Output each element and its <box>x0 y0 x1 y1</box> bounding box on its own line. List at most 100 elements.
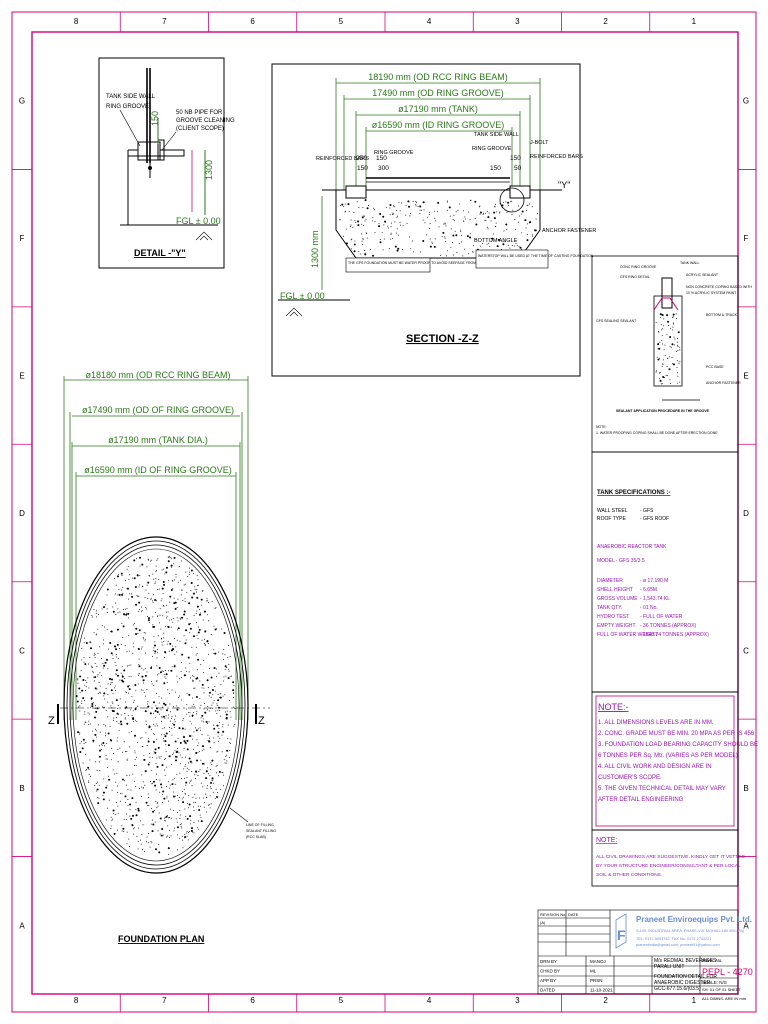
frame-row-label: D <box>19 509 25 518</box>
company-name: Praneet Enviroequips Pvt. Ltd. <box>636 915 752 924</box>
plan-dim-id-groove: ø16590 mm (ID OF RING GROOVE) <box>84 465 232 475</box>
section-fgl: FGL ± 0.00 <box>280 291 325 301</box>
label-bottom-angle: BOTTOM ANGLE <box>474 238 518 244</box>
detail-y: 150 1300 TANK SIDE WALL RING GROOVE 50 N… <box>98 57 235 269</box>
note-item: CUSTOMER'S SCOPE. <box>598 775 662 781</box>
plan-callout-1: LINE OF FILLING <box>246 823 274 827</box>
frame-row-label: C <box>743 646 749 655</box>
dim-50: 50 <box>514 165 522 172</box>
dim-150: 150 <box>357 165 368 172</box>
company-address-2: TEL: 0172-5093782, FAX No. 0172-2743221 <box>636 937 711 941</box>
tb-key: APP BY <box>540 978 556 983</box>
note-item: 1. ALL DIMENSIONS LEVELS ARE IN MM. <box>598 720 714 726</box>
note2-line: BY YOUR STRUCTURE ENGINEER/CONSULTANT & … <box>596 863 741 869</box>
sealant-label-1: TANK WALL <box>680 261 700 265</box>
desc-line-1: FOUNDATION DETAIL FOR <box>654 974 717 980</box>
spec-key: FULL OF WATER WEIGHT <box>597 632 658 638</box>
sealant-label-6: BOTTOM & TRACK <box>706 313 738 317</box>
label-reinforced-bars-right: REINFORCED BARS <box>530 154 583 160</box>
frame-row-label: E <box>743 372 748 381</box>
frame-row-label: C <box>19 646 25 655</box>
specs-section2-title: ANAEROBIC REACTOR TANK <box>597 544 667 550</box>
dim-150-right-b: 150 <box>510 155 521 162</box>
spec-key: WALL STEEL <box>597 508 628 514</box>
spec-value: - 6.65M <box>640 587 657 593</box>
inner-frame <box>31 31 739 995</box>
client-line-2: PARALI UNIT <box>654 964 684 970</box>
section-mark-left: Z <box>48 715 55 727</box>
sheet: SH: 01 OF 01 SHEET <box>702 987 741 992</box>
revision-value: (A) <box>540 920 546 925</box>
frame-row-label: E <box>19 372 24 381</box>
label-tank-wall: TANK SIDE WALL <box>474 132 519 138</box>
label-reinforced-bars: REINFORCED BARS <box>316 156 369 162</box>
sealant-label-7: GFS SEALING SEALANT <box>596 319 637 323</box>
spec-key: GROSS VOLUME <box>597 596 638 602</box>
label-y-mark: "Y" <box>558 180 570 190</box>
tb-value: ML <box>590 969 597 974</box>
detail-y-title: DETAIL -"Y" <box>134 248 186 258</box>
frame-col-label: 6 <box>250 996 255 1005</box>
plan-callout-3: (RCC SLAB) <box>246 835 266 839</box>
spec-key: DIAMETER <box>597 578 623 584</box>
frame-col-label: 7 <box>162 17 167 26</box>
desc-line-3: GCC-677.15.6/(03.5) <box>654 986 701 992</box>
plan-dim-od-groove: ø17490 mm (OD OF RING GROOVE) <box>82 405 234 415</box>
tb-key: CHKD BY <box>540 969 560 974</box>
tb-value: MANOJ <box>590 959 606 964</box>
plan-dim-od-ring-beam: ø18180 mm (OD RCC RING BEAM) <box>85 370 230 380</box>
dim-250: 250 <box>356 155 367 162</box>
client-line-1: M/s REDMAL BEVERAGES <box>654 958 717 964</box>
label-ring-groove-right: RING GROOVE <box>472 146 512 152</box>
note-item: 5. THE GIVEN TECHNICAL DETAIL MAY VARY <box>598 786 726 792</box>
spec-value: - GFS <box>640 508 654 514</box>
label-pipe-3: (CLIENT SCOPE) <box>176 126 224 132</box>
frame-col-label: 6 <box>250 17 255 26</box>
spec-key: HYDRO TEST <box>597 614 629 620</box>
company-address-1: S-105, INDUSTRIAL AREA, PHASE-VIII, MOHA… <box>636 929 745 933</box>
frame-col-label: 3 <box>515 17 520 26</box>
section-dim-tank: ø17190 mm (TANK) <box>398 104 478 114</box>
revision-label: REVISION No. <box>540 912 566 917</box>
dims-note: ALL DIMNS. ARE IN mm <box>702 996 747 1001</box>
sealant-label-5: 10 % ACRYLIC SYSTEM PAINT <box>686 291 737 295</box>
specs-section2-model: MODEL - GFS 35/3.5 <box>597 558 645 564</box>
notes-heading: NOTE:- <box>598 702 629 712</box>
tb-key: DRN BY <box>540 959 557 964</box>
section-dim-1300: 1300 mm <box>310 230 320 268</box>
spec-value: - 01 No. <box>640 605 658 611</box>
frame-row-label: G <box>19 97 25 106</box>
sealant-note-label: NOTE: <box>596 425 607 429</box>
spec-key: TANK QTY. <box>597 605 622 611</box>
label-ring-groove-left: RING GROOVE <box>374 150 414 156</box>
sealant-label-0: CONC RING GROOVE <box>620 265 657 269</box>
plan-dim-tank: ø17190 mm (TANK DIA.) <box>108 435 208 445</box>
note-item: 3. FOUNDATION LOAD BEARING CAPACITY SHOU… <box>598 742 758 748</box>
frame-row-label: B <box>19 784 24 793</box>
sealant-label-2: GFS RING DETAIL <box>620 275 650 279</box>
section-dim-od-groove: 17490 mm (OD RING GROOVE) <box>372 88 504 98</box>
note2-line: ALL CIVIL DRAWINGS ARE SUGGESTIVE. KINDL… <box>596 854 745 860</box>
fgl-label: FGL ± 0.00 <box>176 216 221 226</box>
section-note-left: THE GPS FOUNDATION MUST BE WATER PROOF T… <box>348 261 493 265</box>
spec-value: - GFS ROOF <box>640 516 669 522</box>
section-mark-right: Z <box>258 715 265 727</box>
frame-col-label: 8 <box>74 996 79 1005</box>
notes-heading-2: NOTE: <box>596 837 617 844</box>
frame-row-label: B <box>743 784 748 793</box>
tb-value: 11-10-2021 <box>590 988 613 993</box>
spec-value: - FULL OF WATER <box>640 614 683 620</box>
company-logo-letter: F <box>617 927 626 943</box>
dim-150b: 150 <box>376 155 387 162</box>
tank-specifications: TANK SPECIFICATIONS :- WALL STEEL- GFSRO… <box>591 451 739 693</box>
frame-col-label: 1 <box>692 17 697 26</box>
frame-col-label: 8 <box>74 17 79 26</box>
label-j-bolt: J-BOLT <box>530 140 549 146</box>
spec-value: - 1,543.74 KL <box>640 596 670 602</box>
note-item: 2. CONC. GRADE MUST BE MIN. 20 MPA AS PE… <box>598 731 755 737</box>
spec-key: SHELL HEIGHT <box>597 587 633 593</box>
plan-callout-2: SEALANT FILLING <box>246 829 276 833</box>
frame-col-label: 2 <box>603 996 608 1005</box>
dwg-no: PEPL - 4270 <box>702 967 753 977</box>
frame-col-label: 3 <box>515 996 520 1005</box>
